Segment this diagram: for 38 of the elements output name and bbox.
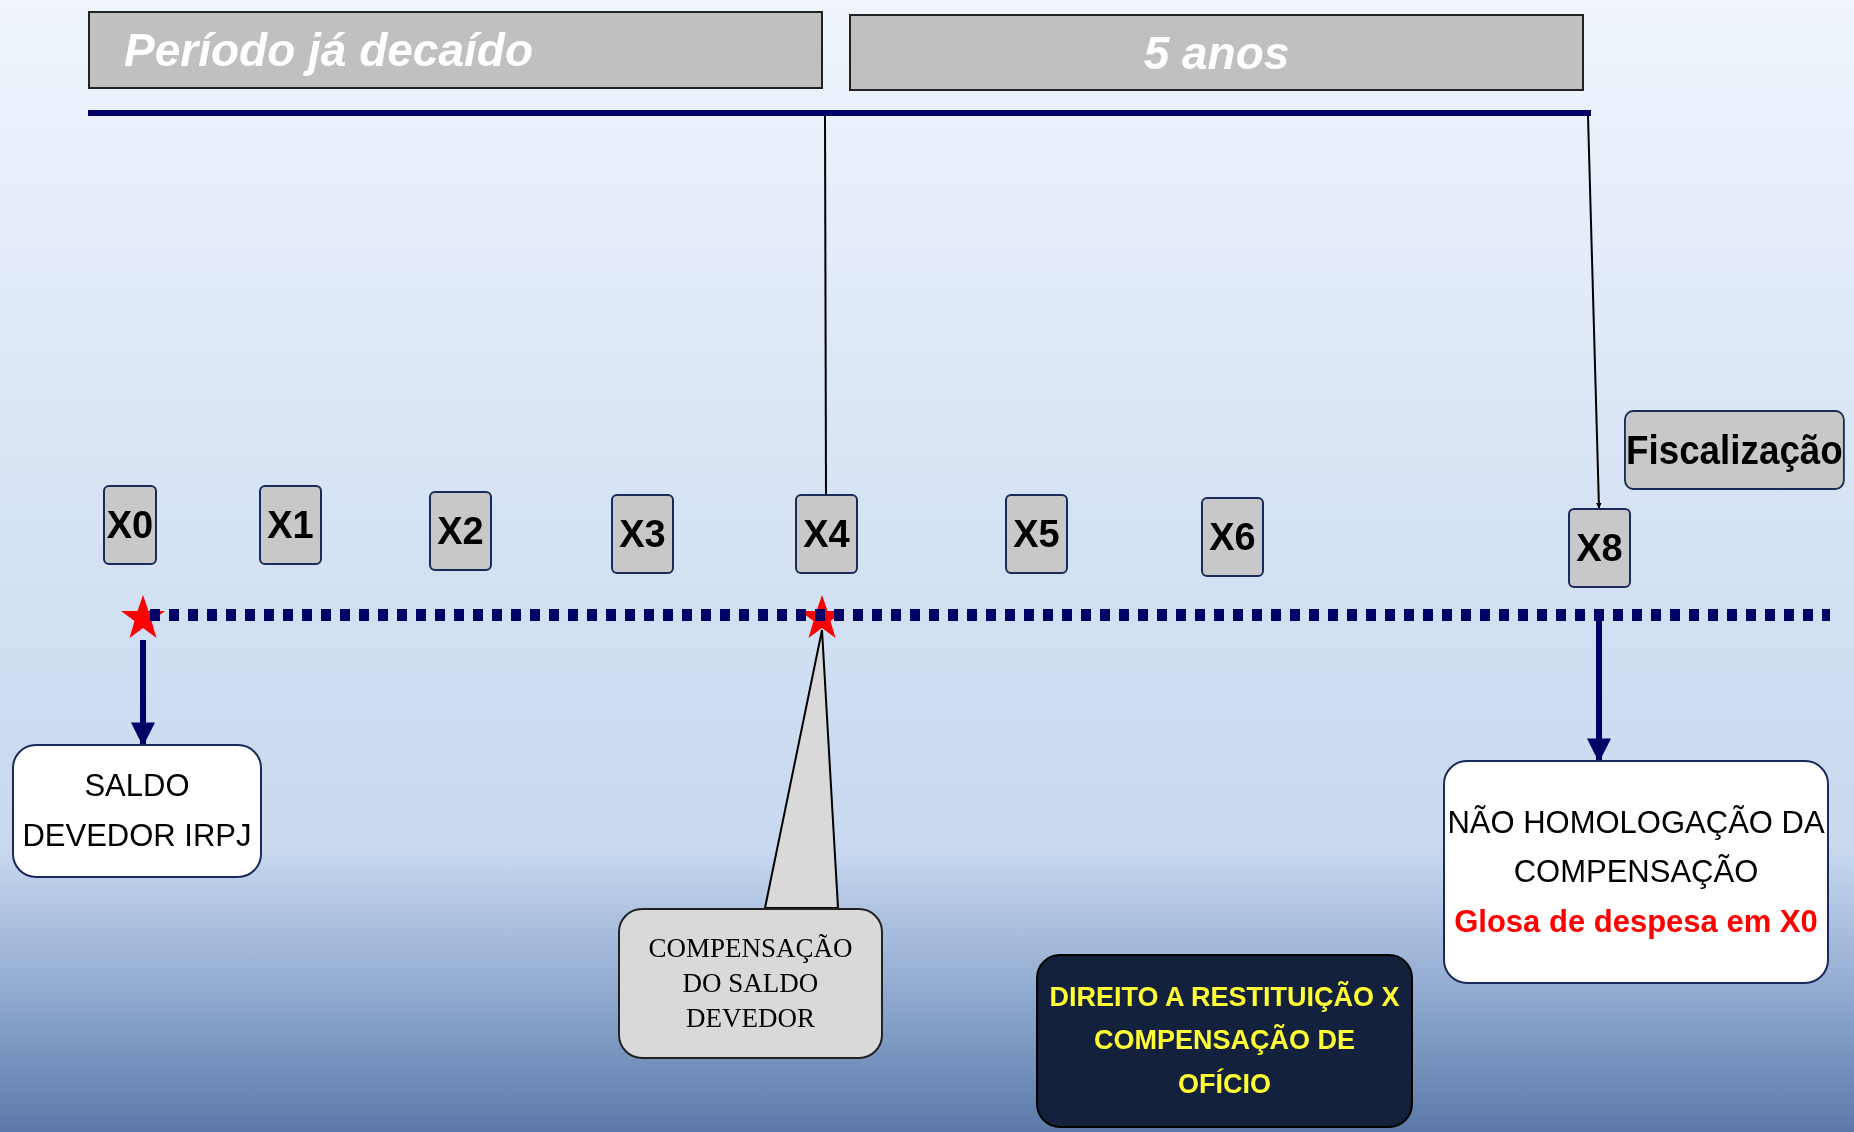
year-box bbox=[611, 494, 674, 574]
node-text: SALDO DEVEDOR IRPJ bbox=[21, 767, 253, 855]
arrow bbox=[131, 640, 155, 747]
node-text: DIREITO A RESTITUIÇÃO X COMPENSAÇÃO DE OFÍCIO bbox=[1048, 980, 1401, 1101]
node-text: Período já decaído bbox=[124, 23, 533, 77]
node-text: X0 bbox=[106, 503, 154, 547]
year-box bbox=[103, 485, 157, 565]
period-bar bbox=[88, 11, 823, 89]
star-marker bbox=[120, 594, 166, 640]
node-text: X3 bbox=[619, 512, 666, 556]
arrow bbox=[1587, 115, 1602, 509]
node-text: X8 bbox=[1576, 526, 1623, 570]
arrow bbox=[1587, 621, 1611, 763]
year-box bbox=[1005, 494, 1068, 574]
node-text: X5 bbox=[1013, 512, 1060, 556]
node-text: X1 bbox=[267, 503, 314, 547]
node-text: COMPENSAÇÃO DO SALDO DEVEDOR bbox=[647, 931, 854, 1036]
note-text: Glosa de despesa em X0 bbox=[1454, 902, 1818, 941]
period-bar bbox=[849, 14, 1584, 91]
node-text: NÃO HOMOLOGAÇÃO DA COMPENSAÇÃO bbox=[1446, 803, 1826, 892]
callout-box bbox=[618, 908, 883, 1059]
year-box bbox=[1568, 508, 1631, 588]
label-box bbox=[1624, 410, 1845, 490]
year-box bbox=[795, 494, 858, 574]
node-text: X4 bbox=[803, 512, 850, 556]
year-box bbox=[259, 485, 322, 565]
note-box bbox=[1036, 954, 1413, 1128]
year-box bbox=[429, 491, 492, 571]
callout-pointer bbox=[763, 629, 840, 909]
connector-line bbox=[824, 115, 827, 495]
node-text: Fiscalização bbox=[1626, 427, 1843, 473]
note-box bbox=[12, 744, 262, 878]
note-box bbox=[1443, 760, 1829, 984]
node-text: X6 bbox=[1209, 515, 1256, 559]
dotted-timeline bbox=[150, 609, 1830, 621]
node-text: 5 anos bbox=[1143, 25, 1290, 80]
year-box bbox=[1201, 497, 1264, 577]
node-text: X2 bbox=[437, 509, 484, 553]
